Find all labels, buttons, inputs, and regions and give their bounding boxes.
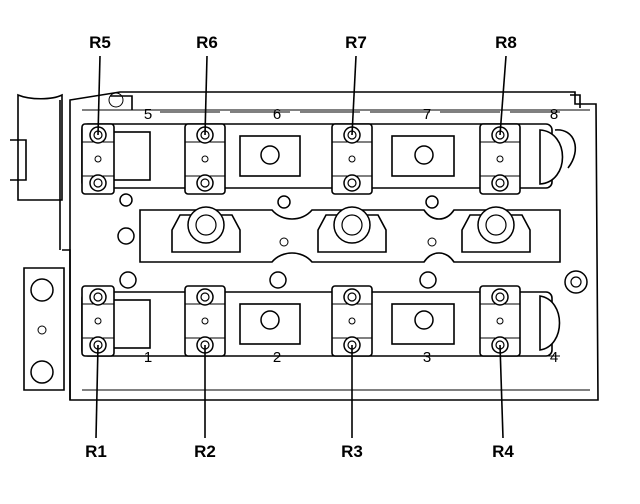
- bearing-cap: [479, 285, 521, 357]
- callout-r8: R8: [495, 33, 517, 52]
- hex-bolt-icon: [89, 288, 107, 306]
- callout-r1: R1: [85, 442, 107, 461]
- callout-r2: R2: [194, 442, 216, 461]
- callout-r6: R6: [196, 33, 218, 52]
- hex-bolt-icon: [343, 174, 361, 192]
- hex-bolt-icon: [196, 288, 214, 306]
- spark-plug-tower: [461, 206, 531, 253]
- hex-bolt-icon: [196, 174, 214, 192]
- position-3: 3: [423, 349, 431, 366]
- bearing-cap: [81, 123, 115, 195]
- position-6: 6: [273, 106, 281, 123]
- hex-bolt-icon: [491, 288, 509, 306]
- leader-line: [95, 344, 99, 439]
- callout-r3: R3: [341, 442, 363, 461]
- callout-r7: R7: [345, 33, 367, 52]
- position-5: 5: [144, 106, 152, 123]
- position-2: 2: [273, 349, 281, 366]
- hex-bolt-icon: [491, 174, 509, 192]
- spark-plug-tower: [171, 206, 241, 253]
- bearing-cap: [81, 285, 115, 357]
- spark-plug-tower: [317, 206, 387, 253]
- callout-r5: R5: [89, 33, 111, 52]
- left-housing: [10, 92, 133, 400]
- leader-line: [204, 55, 208, 136]
- bearing-cap: [479, 123, 521, 195]
- hex-bolt-icon: [343, 288, 361, 306]
- leader-line: [351, 55, 357, 136]
- bearing-caps: [81, 123, 521, 357]
- position-7: 7: [423, 106, 431, 123]
- leader-line: [499, 55, 507, 136]
- right-housing: [554, 94, 588, 294]
- position-1: 1: [144, 349, 152, 366]
- callout-r4: R4: [492, 442, 514, 461]
- hex-bolt-icon: [89, 174, 107, 192]
- bearing-cap: [331, 123, 373, 195]
- position-8: 8: [550, 106, 558, 123]
- leader-line: [499, 344, 504, 439]
- leader-lines: [95, 55, 560, 439]
- leader-line: [97, 55, 101, 136]
- position-4: 4: [550, 349, 558, 366]
- center-ridge: [117, 193, 561, 289]
